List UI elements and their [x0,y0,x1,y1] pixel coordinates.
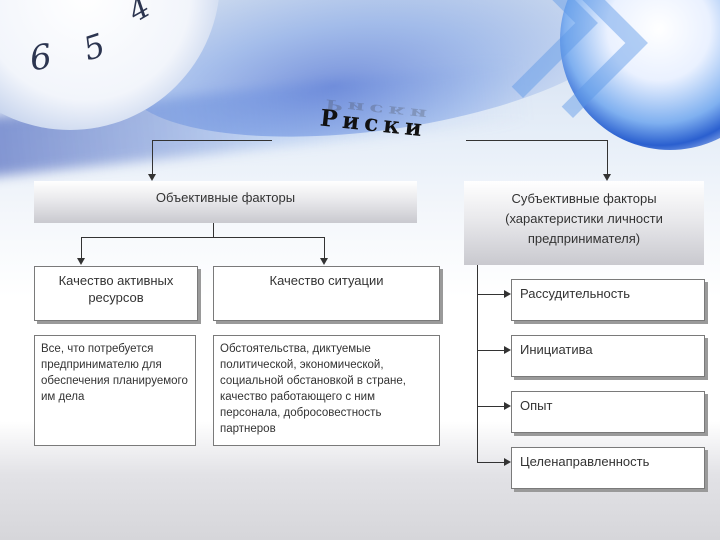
arrow-right-icon [504,290,511,298]
arrow-right-icon [504,402,511,410]
subjective-item-card: Целенаправленность [511,447,705,489]
subjective-item-card: Рассудительность [511,279,705,321]
objective-item-card: Качество активных ресурсов [34,266,198,321]
subjective-item-card: Инициатива [511,335,705,377]
connector-line [477,265,478,462]
arrow-down-icon [320,258,328,265]
objective-factors-header: Объективные факторы [34,181,417,223]
connector-line [81,237,82,259]
subjective-item-label: Целенаправленность [520,454,650,469]
arrow-down-icon [148,174,156,181]
connector-line [213,223,214,237]
arrow-down-icon [603,174,611,181]
connector-line [152,140,272,141]
subjective-item-label: Рассудительность [520,286,630,301]
subjective-factors-label: Субъективные факторы [511,191,657,206]
connector-line [152,140,153,176]
subjective-factors-subtitle: (характеристики личности предпринимателя… [505,211,663,246]
arrow-down-icon [77,258,85,265]
connector-line [477,294,505,295]
connector-line [81,237,325,238]
subjective-item-card: Опыт [511,391,705,433]
objective-item-card: Качество ситуации [213,266,440,321]
objective-item-description: Обстоятельства, диктуемые политической, … [213,335,440,446]
connector-line [477,350,505,351]
subjective-item-label: Опыт [520,398,553,413]
subjective-item-label: Инициатива [520,342,593,357]
connector-line [477,406,505,407]
objective-item-description: Все, что потребуется предпринимателю для… [34,335,196,446]
objective-item-label: Качество ситуации [269,273,384,288]
connector-line [607,140,608,176]
connector-line [324,237,325,259]
objective-factors-label: Объективные факторы [155,190,296,205]
arrow-right-icon [504,458,511,466]
subjective-factors-header: Субъективные факторы (характеристики лич… [464,181,704,265]
connector-line [477,462,505,463]
arrow-right-icon [504,346,511,354]
connector-line [466,140,608,141]
objective-item-label: Качество активных ресурсов [58,273,174,305]
